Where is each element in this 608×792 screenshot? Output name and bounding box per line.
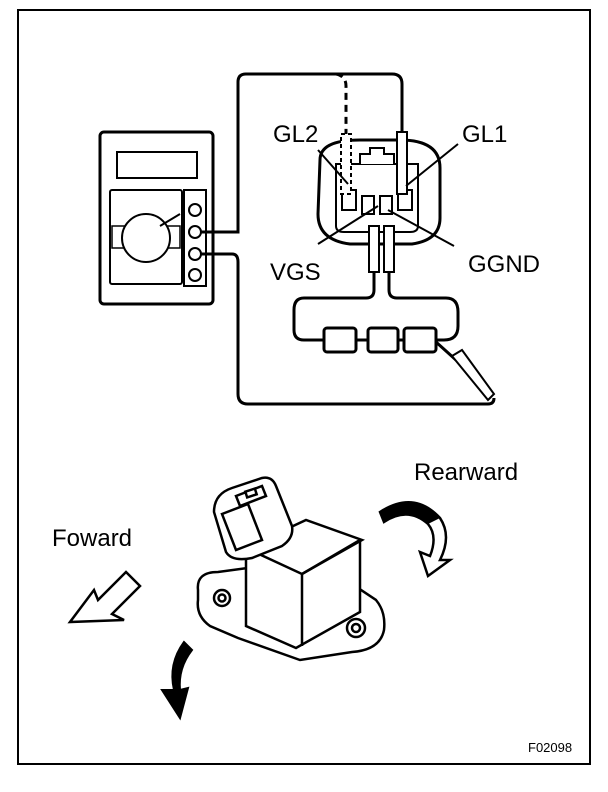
probe-ggnd [383, 225, 395, 273]
label-gl2: GL2 [273, 121, 318, 148]
label-ggnd: GGND [468, 251, 540, 278]
figure-frame [17, 9, 591, 765]
foward-arrow-icon [67, 570, 142, 624]
negative-lead [201, 252, 496, 406]
label-rearward: Rearward [414, 459, 518, 486]
resistor-3 [402, 326, 438, 354]
gl2-dashed-lead [335, 72, 348, 134]
positive-lead [201, 72, 404, 234]
label-gl1: GL1 [462, 121, 507, 148]
vgs-leader [317, 205, 379, 245]
jumper-harness [292, 272, 496, 402]
rearward-arrow-band [380, 502, 440, 524]
downward-rotation-arrow [160, 640, 194, 721]
gl2-leader [317, 149, 349, 185]
multimeter-dial-pointer [159, 213, 181, 227]
probe-gl1 [396, 131, 408, 195]
test-leads [201, 72, 496, 406]
probe-gl2 [340, 133, 352, 195]
multimeter-dial [121, 213, 171, 263]
probe-vgs [368, 225, 380, 273]
multimeter-jack-2 [188, 225, 202, 239]
multimeter-jack-1 [188, 203, 202, 217]
multimeter [98, 130, 215, 306]
resistor-1 [322, 326, 358, 354]
yaw-rate-sensor [196, 476, 386, 662]
multimeter-jack-3 [188, 247, 202, 261]
mount-hole-right-inner [350, 622, 362, 634]
sensor-body-front [300, 538, 361, 646]
multimeter-jack-4 [188, 268, 202, 282]
leader-lines [317, 143, 459, 247]
figure-code: F02098 [528, 740, 572, 755]
ggnd-leader [387, 209, 455, 247]
sensor-plug-slot [243, 487, 259, 499]
multimeter-display [116, 151, 198, 179]
probe-tip [450, 348, 496, 402]
label-vgs: VGS [270, 259, 321, 286]
resistor-2 [366, 326, 400, 354]
mount-hole-left-inner [217, 593, 227, 603]
gl1-leader [405, 143, 459, 187]
label-foward: Foward [52, 525, 132, 552]
connector-lock [359, 147, 395, 164]
probes [340, 131, 408, 273]
jumper-wire [292, 272, 460, 342]
